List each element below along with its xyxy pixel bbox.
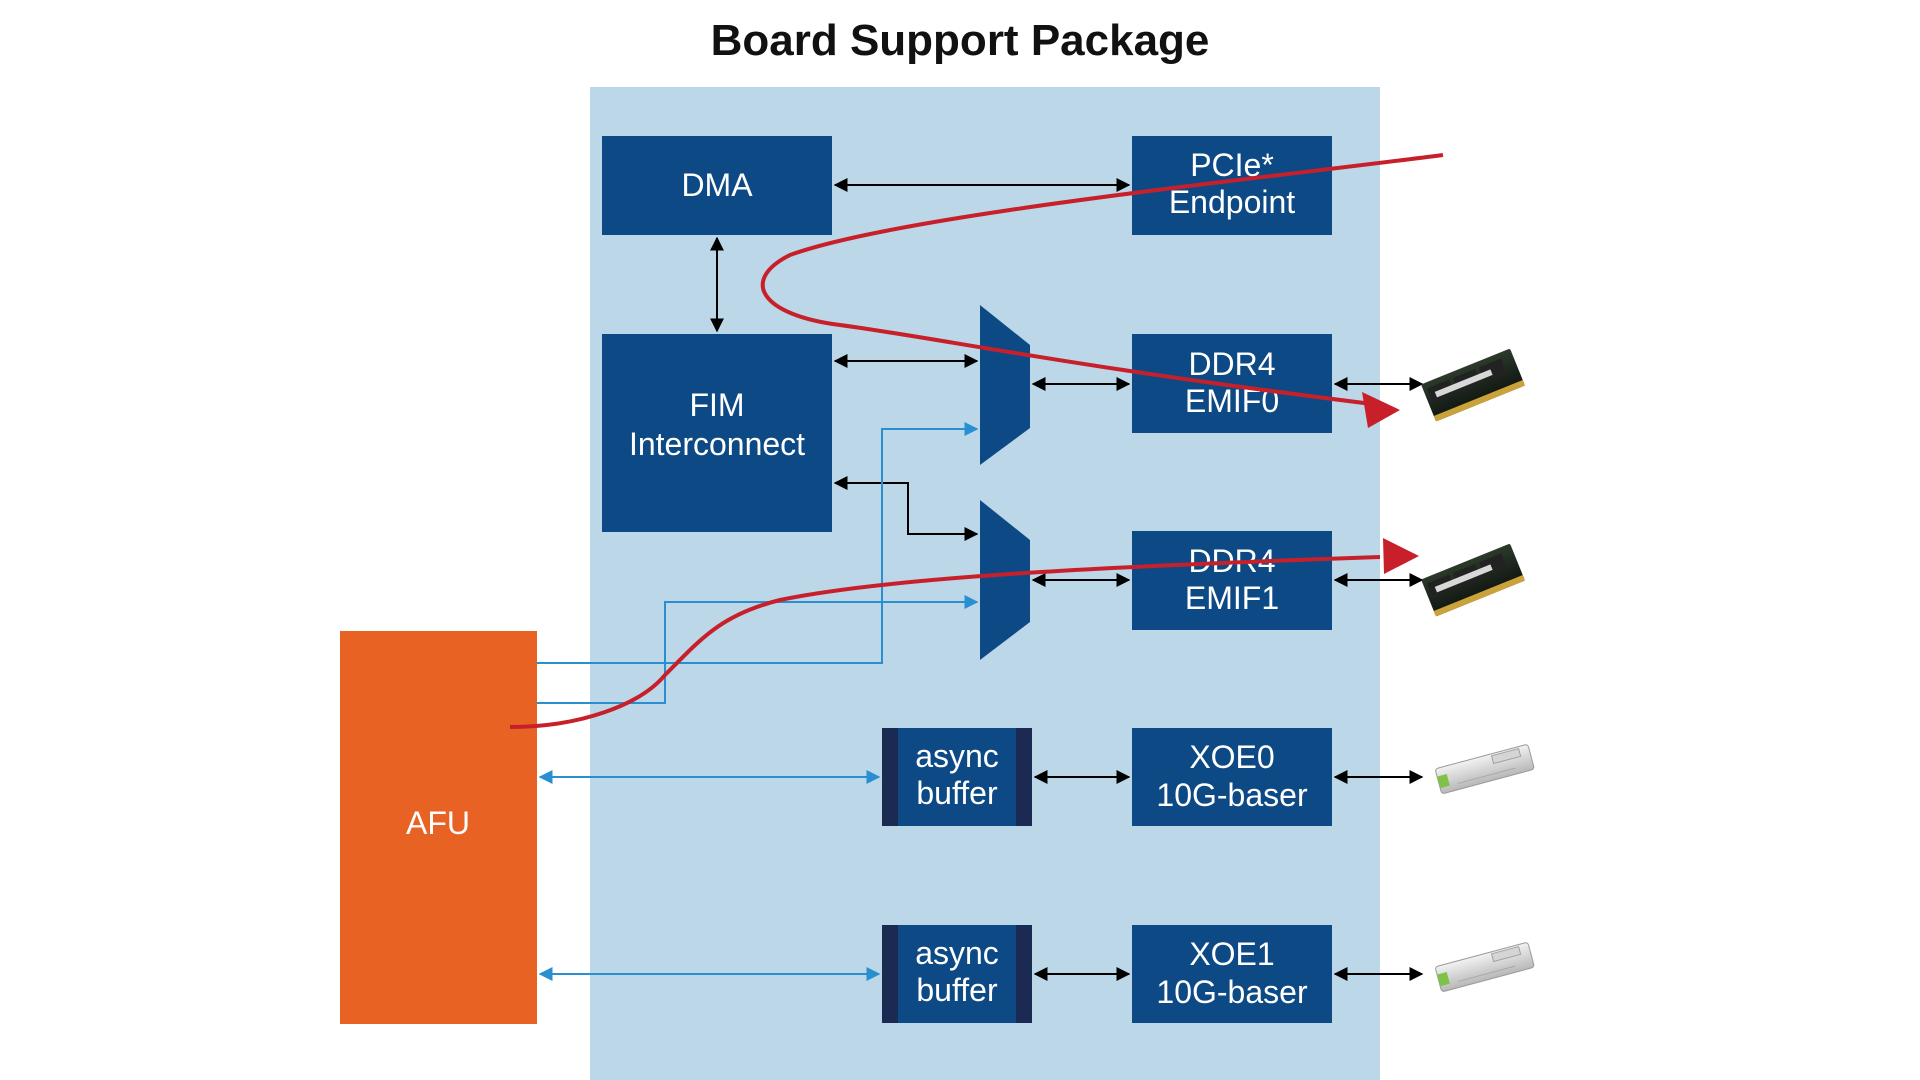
- xoe1-block: XOE1 10G-baser: [1132, 925, 1332, 1023]
- ddr4-emif1-line2: EMIF1: [1185, 580, 1279, 616]
- async-buffer-1-block: async buffer: [882, 925, 1032, 1023]
- afu-block: AFU: [340, 631, 537, 1024]
- async-buffer-0-block: async buffer: [882, 728, 1032, 826]
- link-fim-mux-bottom: [833, 476, 979, 541]
- pcie-endpoint-block: PCIe* Endpoint: [1132, 136, 1332, 235]
- xoe0-line1: XOE0: [1189, 739, 1274, 775]
- data-path-afu-to-ddr1: [509, 538, 1419, 729]
- pcie-label-line2: Endpoint: [1169, 184, 1295, 220]
- ddr4-emif1-block: DDR4 EMIF1: [1132, 531, 1332, 630]
- link-afu-mux-top: [537, 422, 979, 664]
- data-path-pcie-to-ddr0: [760, 153, 1444, 428]
- fim-interconnect-block: FIM Interconnect: [602, 334, 832, 532]
- sfp-transceiver-icon: [1435, 942, 1535, 992]
- dma-label: DMA: [681, 167, 753, 203]
- internal-links: [710, 178, 1424, 981]
- xoe0-line2: 10G-baser: [1156, 777, 1308, 813]
- fim-label-line2: Interconnect: [629, 426, 805, 462]
- fim-label-line1: FIM: [689, 387, 744, 423]
- xoe0-block: XOE0 10G-baser: [1132, 728, 1332, 826]
- afu-label: AFU: [406, 805, 470, 841]
- afu-links: [537, 422, 979, 981]
- mux-top: [980, 305, 1030, 465]
- async0-line1: async: [915, 738, 999, 774]
- memory-module-icon: [1421, 544, 1525, 617]
- mux-bottom: [980, 500, 1030, 660]
- async0-line2: buffer: [916, 775, 998, 811]
- async1-line1: async: [915, 935, 999, 971]
- memory-module-icon: [1421, 349, 1525, 422]
- sfp-transceiver-icon: [1435, 744, 1535, 794]
- ddr4-emif0-block: DDR4 EMIF0: [1132, 334, 1332, 433]
- xoe1-line2: 10G-baser: [1156, 974, 1308, 1010]
- dma-block: DMA: [602, 136, 832, 235]
- xoe1-line1: XOE1: [1189, 936, 1274, 972]
- ddr4-emif0-line1: DDR4: [1188, 346, 1275, 382]
- link-afu-mux-bottom: [537, 595, 979, 704]
- async1-line2: buffer: [916, 972, 998, 1008]
- diagram-title: Board Support Package: [710, 16, 1210, 65]
